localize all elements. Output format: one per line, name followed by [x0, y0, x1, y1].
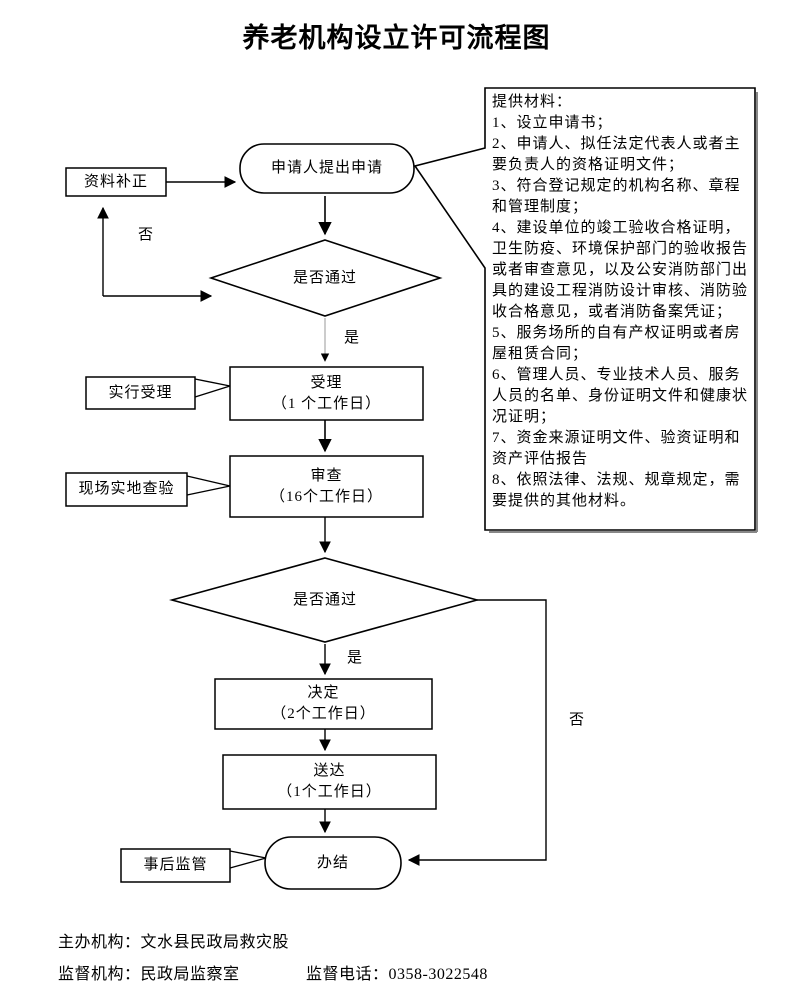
- accept-node: 受理 （1 个工作日）: [230, 367, 423, 420]
- materials-heading: 提供材料：: [492, 94, 573, 110]
- review-box-shape: [229, 455, 424, 518]
- deliver-title: 送达: [313, 763, 346, 779]
- post-note-leader-top: [229, 850, 267, 859]
- apply-node-label: 申请人提出申请: [270, 160, 383, 176]
- branch-label-yes-1: 是: [344, 330, 360, 346]
- deliver-box-shape: [222, 754, 437, 810]
- decide-node: 决定 （2个工作日）: [215, 679, 432, 729]
- review-node: 审查 （16个工作日）: [230, 456, 423, 517]
- materials-panel: 提供材料： 1、设立申请书； 2、申请人、拟任法定代表人或者主要负责人的资格证明…: [492, 92, 751, 512]
- accept-note-leader-bottom: [194, 385, 231, 398]
- page-title: 养老机构设立许可流程图: [242, 23, 551, 53]
- review-note-leader-top: [186, 475, 231, 487]
- review-duration: （16个工作日）: [269, 488, 383, 505]
- footer-host-agency: 主办机构：文水县民政局救灾股: [58, 934, 290, 951]
- deliver-node: 送达 （1个工作日）: [223, 755, 436, 809]
- decision2-label: 是否通过: [292, 591, 357, 608]
- post-note-leader-bottom: [229, 857, 267, 869]
- decide-box-shape: [214, 678, 433, 730]
- complete-node-label: 办结: [316, 854, 349, 871]
- review-note-leader-bottom: [186, 485, 231, 496]
- materials-item: 3、符合登记规定的机构名称、章程和管理制度；: [492, 178, 741, 215]
- materials-item: 6、管理人员、专业技术人员、服务人员的名单、身份证明文件和健康状况证明；: [492, 367, 749, 425]
- materials-item: 1、设立申请书；: [492, 115, 613, 131]
- decide-title: 决定: [307, 685, 340, 701]
- branch-label-no-2: 否: [569, 712, 585, 728]
- decision1-label: 是否通过: [292, 269, 357, 286]
- accept-duration: （1 个工作日）: [271, 395, 382, 412]
- accept-note-leader-top: [194, 378, 231, 387]
- post-note-label: 事后监管: [143, 857, 208, 873]
- materials-item: 2、申请人、拟任法定代表人或者主要负责人的资格证明文件；: [492, 136, 741, 173]
- accept-note-label: 实行受理: [108, 384, 173, 401]
- deliver-duration: （1个工作日）: [277, 784, 382, 800]
- decide-duration: （2个工作日）: [271, 706, 376, 722]
- review-note-box-shape: [65, 472, 188, 507]
- footer-supervise-phone: 监督电话：0358-3022548: [306, 966, 488, 983]
- materials-callout-shape: [413, 87, 756, 531]
- complete-stadium-shape: [264, 836, 402, 890]
- branch-label-no-1: 否: [138, 227, 154, 243]
- post-note-box-shape: [120, 848, 231, 883]
- review-title: 审查: [310, 467, 343, 484]
- decision1-diamond-shape: [208, 239, 443, 317]
- branch-label-yes-2: 是: [347, 650, 363, 666]
- accept-note-box-shape: [85, 376, 196, 410]
- footer-supervise-agency: 监督机构：民政局监察室: [58, 966, 240, 983]
- apply-stadium-shape: [239, 143, 415, 194]
- materials-item: 4、建设单位的竣工验收合格证明，卫生防疫、环境保护部门的验收报告或者审查意见，以…: [492, 220, 749, 320]
- materials-item: 8、依照法律、法规、规章规定，需要提供的其他材料。: [492, 472, 741, 509]
- accept-box-shape: [229, 366, 424, 421]
- arrow-no-decision2-to-complete: [407, 599, 547, 866]
- decision2-diamond-shape: [168, 557, 481, 643]
- accept-title: 受理: [310, 374, 343, 391]
- materials-item: 5、服务场所的自有产权证明或者房屋租赁合同；: [492, 325, 741, 362]
- materials-item: 7、资金来源证明文件、验资证明和资产评估报告: [492, 430, 741, 467]
- review-note-label: 现场实地查验: [78, 481, 175, 497]
- supplement-box-label: 资料补正: [83, 173, 148, 190]
